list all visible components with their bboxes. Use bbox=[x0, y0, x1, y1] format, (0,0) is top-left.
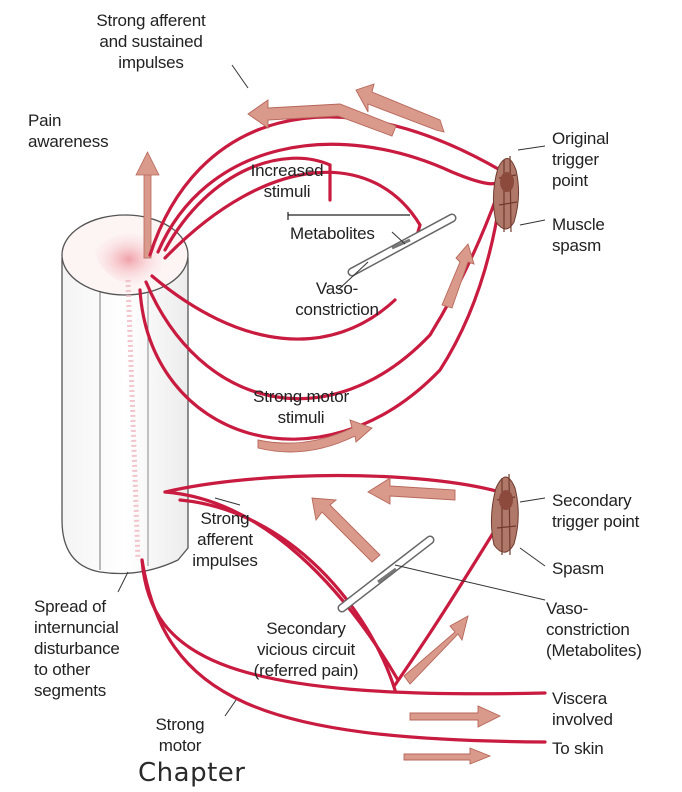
label-muscle-spasm: Muscle spasm bbox=[552, 214, 605, 256]
secondary-trigger-point bbox=[491, 474, 518, 555]
label-vasoconstriction-upper: Vaso- constriction bbox=[262, 278, 412, 320]
arrow-viscera bbox=[410, 706, 500, 727]
label-secondary-trigger-point: Secondary trigger point bbox=[552, 490, 639, 532]
vessel-lower bbox=[342, 540, 430, 608]
label-spasm: Spasm bbox=[552, 558, 604, 579]
label-original-trigger-point: Original trigger point bbox=[552, 128, 609, 191]
label-increased-stimuli: Increased stimuli bbox=[222, 160, 352, 202]
label-pain-awareness: Pain awareness bbox=[28, 110, 108, 152]
arrow-diag bbox=[312, 498, 380, 562]
label-to-skin: To skin bbox=[552, 738, 604, 759]
label-secondary-vicious-circuit: Secondary vicious circuit (referred pain… bbox=[226, 618, 386, 681]
label-strong-afferent-sustained: Strong afferent and sustained impulses bbox=[62, 10, 240, 73]
metabolites-bracket bbox=[288, 212, 410, 220]
label-vasoconstriction-metabolites: Vaso- constriction (Metabolites) bbox=[546, 598, 642, 661]
label-strong-motor-stimuli: Strong motor stimuli bbox=[226, 386, 376, 428]
arrow-skin bbox=[404, 748, 490, 764]
label-metabolites: Metabolites bbox=[290, 223, 375, 244]
label-viscera-involved: Viscera involved bbox=[552, 688, 613, 730]
footer-chapter-text: Chapter bbox=[138, 758, 245, 788]
arrow-right-up bbox=[442, 244, 474, 308]
label-strong-afferent-impulses: Strong afferent impulses bbox=[172, 508, 278, 571]
spinal-cord bbox=[62, 215, 188, 574]
label-strong-motor: Strong motor bbox=[140, 714, 220, 756]
label-spread-internuncial: Spread of internuncial disturbance to ot… bbox=[34, 596, 120, 701]
